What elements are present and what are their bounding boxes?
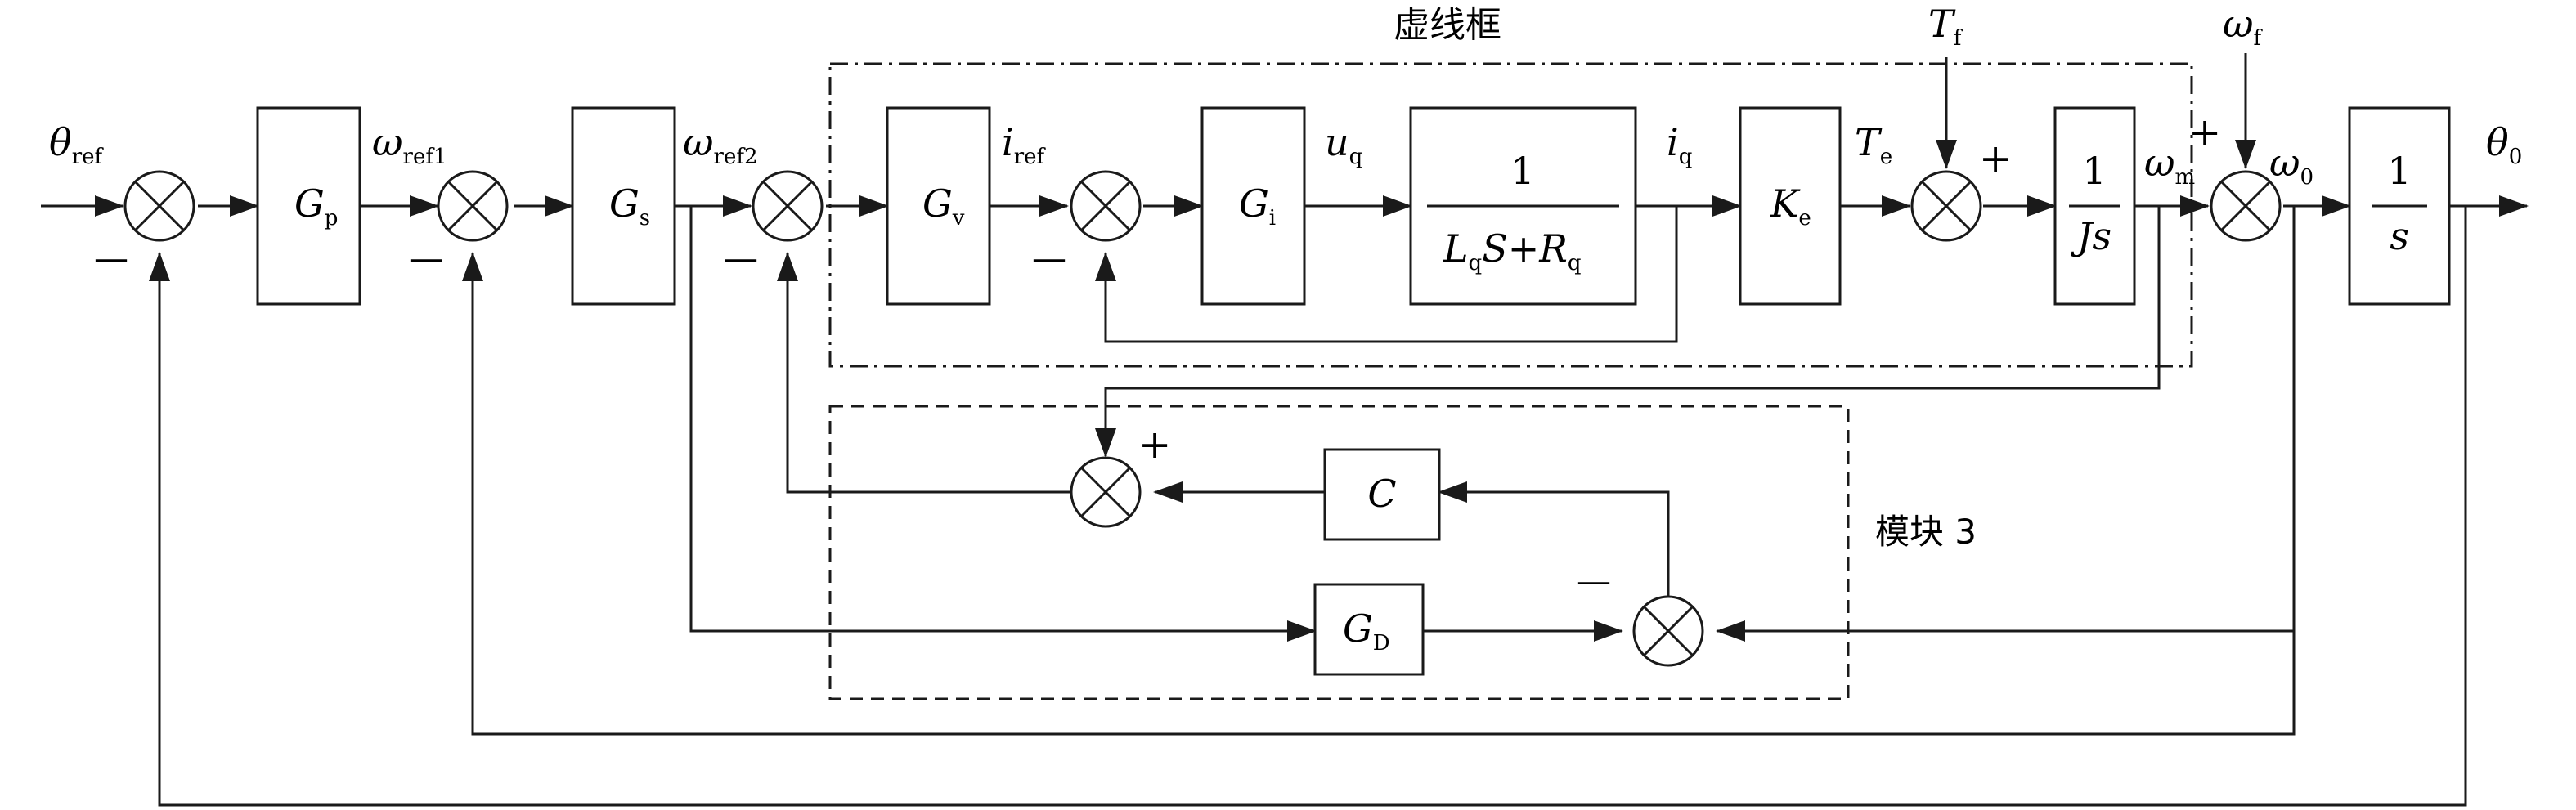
sign-plus-sum6: +: [2188, 110, 2221, 155]
block-gp: Gp: [256, 106, 361, 306]
wire-position-feedback: [149, 206, 2467, 807]
block-c: C: [1323, 448, 1441, 541]
block-plant: 1 LqS+Rq: [1409, 106, 1637, 306]
svg-text:LqS+Rq: LqS+Rq: [1443, 226, 1582, 275]
label-theta-0: θ0: [2486, 120, 2522, 169]
block-integrator: 1 s: [2348, 106, 2451, 306]
block-gd: GD: [1313, 583, 1425, 676]
sign-minus-sum1: —: [94, 238, 128, 278]
svg-text:Js: Js: [2071, 214, 2112, 258]
sign-minus-sum8: —: [1577, 561, 1611, 601]
svg-text:Gs: Gs: [609, 181, 650, 230]
svg-text:GD: GD: [1343, 606, 1390, 656]
svg-text:Gv: Gv: [922, 181, 965, 230]
svg-text:1: 1: [1510, 149, 1534, 193]
label-omega-m: ωm: [2144, 141, 2195, 190]
wire-omega-m-to-sum7: [1095, 206, 2161, 458]
sign-plus-sum7: +: [1138, 422, 1171, 468]
wire-omega-ref2-to-gd: [689, 206, 1317, 642]
label-t-f: Tf: [1928, 2, 1963, 51]
sum-junction-8: [1632, 595, 1704, 667]
label-i-q: iq: [1667, 120, 1692, 169]
label-omega-ref1: ωref1: [372, 120, 447, 169]
svg-text:Ke: Ke: [1770, 181, 1811, 230]
label-u-q: uq: [1325, 120, 1362, 169]
sum-junction-5: [1910, 170, 1982, 242]
sign-minus-sum4: —: [1032, 238, 1066, 278]
sum-junction-7: [1070, 456, 1142, 528]
module3-dashed-frame: [828, 405, 1850, 700]
module3-label: 模块 3: [1875, 512, 1977, 552]
block-gs: Gs: [571, 106, 676, 306]
outer-frame-label: 虚线框: [1393, 4, 1501, 46]
label-omega-0: ω0: [2269, 141, 2313, 190]
svg-text:C: C: [1367, 472, 1396, 516]
block-gv: Gv: [886, 106, 991, 306]
label-theta-ref: θref: [49, 120, 105, 169]
sum-junction-2: [437, 170, 509, 242]
sum-junction-1: [123, 170, 195, 242]
svg-text:Gp: Gp: [294, 181, 338, 230]
svg-text:Gi: Gi: [1239, 181, 1276, 230]
sum-junction-4: [1070, 170, 1142, 242]
svg-text:1: 1: [2082, 149, 2106, 193]
wire-sum7-to-sum3: [777, 252, 1106, 494]
block-ke: Ke: [1739, 106, 1842, 306]
wire-sum8-to-c: [1438, 481, 1670, 597]
sign-minus-sum2: —: [409, 238, 443, 278]
block-js: 1 Js: [2053, 106, 2136, 306]
wire-current-feedback: [1095, 206, 1678, 343]
label-t-e: Te: [1855, 120, 1892, 169]
label-i-ref: iref: [1002, 120, 1047, 169]
label-omega-f: ωf: [2223, 2, 2264, 51]
block-gi: Gi: [1200, 106, 1306, 306]
wire-speed-feedback: [462, 252, 2296, 736]
label-omega-ref2: ωref2: [683, 120, 758, 169]
svg-text:1: 1: [2387, 149, 2411, 193]
svg-text:s: s: [2390, 214, 2409, 258]
sum-junction-3: [752, 170, 824, 242]
sign-minus-sum3: —: [724, 238, 758, 278]
sign-plus-sum5: +: [1979, 136, 2012, 181]
sum-junction-6: [2210, 170, 2282, 242]
